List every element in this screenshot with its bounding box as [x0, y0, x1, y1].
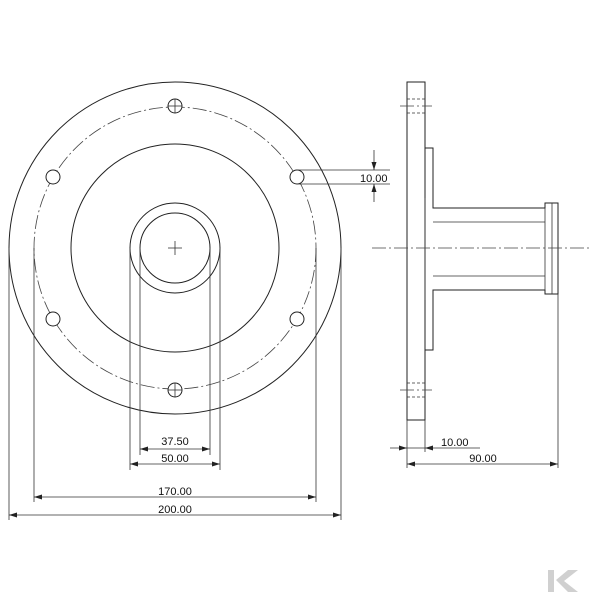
dim-37-50: 37.50	[140, 436, 210, 452]
bolt-hole-upper-left	[45, 169, 61, 185]
dim-hole-10-00: 10.00	[297, 150, 390, 202]
dim-label-hole-10-00: 10.00	[360, 173, 388, 185]
brand-logo	[548, 570, 578, 592]
dim-label-200-00: 200.00	[158, 504, 192, 516]
bolt-hole-lower-right	[289, 311, 305, 327]
front-view	[8, 81, 342, 520]
dim-90-00: 90.00	[407, 453, 558, 467]
flange-plate	[406, 81, 426, 421]
dim-label-90-00: 90.00	[469, 453, 497, 465]
shaft-profile	[432, 198, 559, 300]
dim-label-flange-10-00: 10.00	[441, 437, 469, 449]
bolt-hole-lower-left	[45, 311, 61, 327]
dim-flange-10-00: 10.00	[390, 437, 480, 451]
side-view	[372, 81, 592, 468]
bolt-hole-upper-right	[289, 169, 305, 185]
dim-label-50-00: 50.00	[161, 453, 189, 465]
hub-circle	[70, 143, 280, 353]
dim-label-170-00: 170.00	[158, 486, 192, 498]
dim-200-00: 200.00	[9, 504, 341, 518]
dim-50-00: 50.00	[130, 453, 220, 467]
dim-170-00: 170.00	[34, 486, 316, 500]
dim-label-37-50: 37.50	[161, 436, 189, 448]
